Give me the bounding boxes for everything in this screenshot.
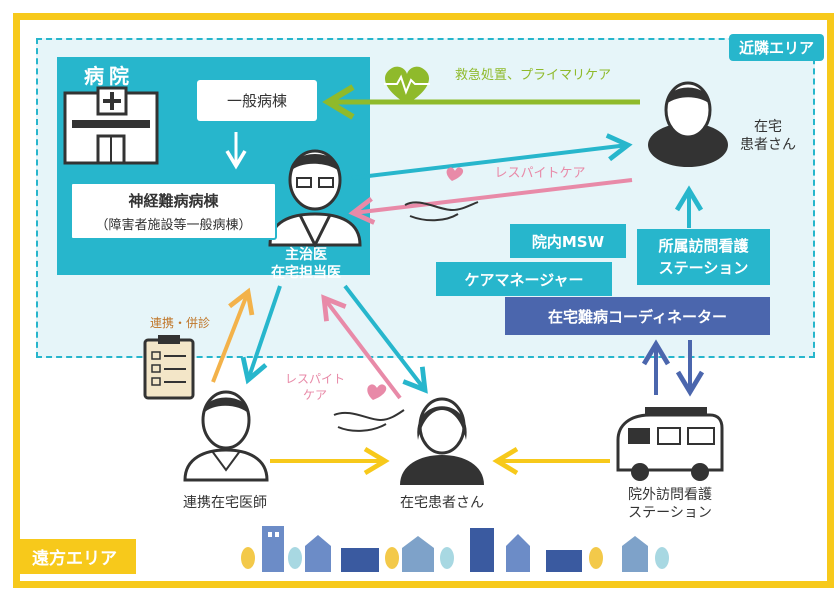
nursing-near-line2: ステーション bbox=[658, 259, 749, 277]
doctor-icon bbox=[268, 149, 362, 249]
neuro-ward-sublabel: （障害者施設等一般病棟） bbox=[95, 217, 252, 233]
nursing-far-line2: ステーション bbox=[628, 505, 712, 521]
partner-to-doctor-arrow bbox=[211, 287, 255, 383]
respite-near-label: レスパイトケア bbox=[494, 166, 586, 181]
heart-pulse-icon bbox=[384, 66, 430, 104]
doctor-caption: 主治医 在宅担当医 bbox=[258, 246, 354, 282]
nursing-near-box: 所属訪問看護 ステーション bbox=[637, 229, 770, 285]
respite-far-hand-icon bbox=[333, 409, 405, 432]
partner-doctor-caption: 連携在宅医師 bbox=[183, 495, 267, 511]
clipboard-icon bbox=[143, 335, 195, 400]
general-ward-box: 一般病棟 bbox=[197, 80, 317, 121]
respite-far-heart-icon bbox=[367, 384, 387, 400]
nursing-far-line1: 院外訪問看護 bbox=[628, 487, 712, 503]
doctor-to-partner-arrow bbox=[240, 285, 282, 385]
partner-doctor-icon bbox=[183, 390, 269, 482]
doctor-caption-line2: 在宅担当医 bbox=[271, 265, 341, 281]
respite-far-label: レスパイト ケア bbox=[280, 371, 350, 403]
nursing-near-line1: 所属訪問看護 bbox=[658, 237, 749, 255]
hospital-title: 病院 bbox=[84, 64, 134, 88]
respite-near-arrow bbox=[348, 178, 633, 225]
care-manager-box: ケアマネージャー bbox=[436, 262, 612, 296]
respite-far-line2: ケア bbox=[302, 388, 327, 402]
emergency-label: 救急処置、プライマリケア bbox=[454, 68, 611, 83]
home-patient-far-caption: 在宅患者さん bbox=[400, 495, 484, 511]
doctor-to-home-patient-arrow bbox=[351, 133, 633, 180]
msw-box: 院内MSW bbox=[510, 224, 626, 258]
home-patient-near-line2: 患者さん bbox=[740, 137, 796, 153]
home-patient-far-icon bbox=[400, 397, 484, 485]
nursing-far-caption: 院外訪問看護 ステーション bbox=[610, 486, 730, 522]
neuro-ward-label: 神経難病病棟 bbox=[128, 191, 219, 210]
town-skyline-decoration bbox=[241, 526, 669, 572]
coordinator-box: 在宅難病コーディネーター bbox=[505, 297, 770, 335]
respite-far-arrow bbox=[321, 294, 402, 400]
home-patient-near-icon bbox=[648, 81, 728, 167]
home-patient-near-line1: 在宅 bbox=[754, 119, 782, 135]
neuro-ward-box: 神経難病病棟 （障害者施設等一般病棟） bbox=[70, 182, 277, 240]
respite-far-line1: レスパイト bbox=[284, 372, 345, 386]
respite-near-heart-icon bbox=[446, 167, 464, 181]
near-area-label: 近隣エリア bbox=[728, 34, 824, 61]
doctor-to-far-patient-arrow bbox=[343, 284, 428, 394]
far-area-label: 遠方エリア bbox=[13, 539, 136, 574]
cooperation-label: 連携・併診 bbox=[149, 316, 210, 330]
nursing-van-icon bbox=[616, 407, 724, 481]
respite-near-hand-icon bbox=[404, 201, 479, 222]
home-patient-near-caption: 在宅 患者さん bbox=[728, 118, 808, 154]
hospital-building-icon bbox=[63, 86, 159, 165]
doctor-caption-line1: 主治医 bbox=[285, 247, 327, 263]
